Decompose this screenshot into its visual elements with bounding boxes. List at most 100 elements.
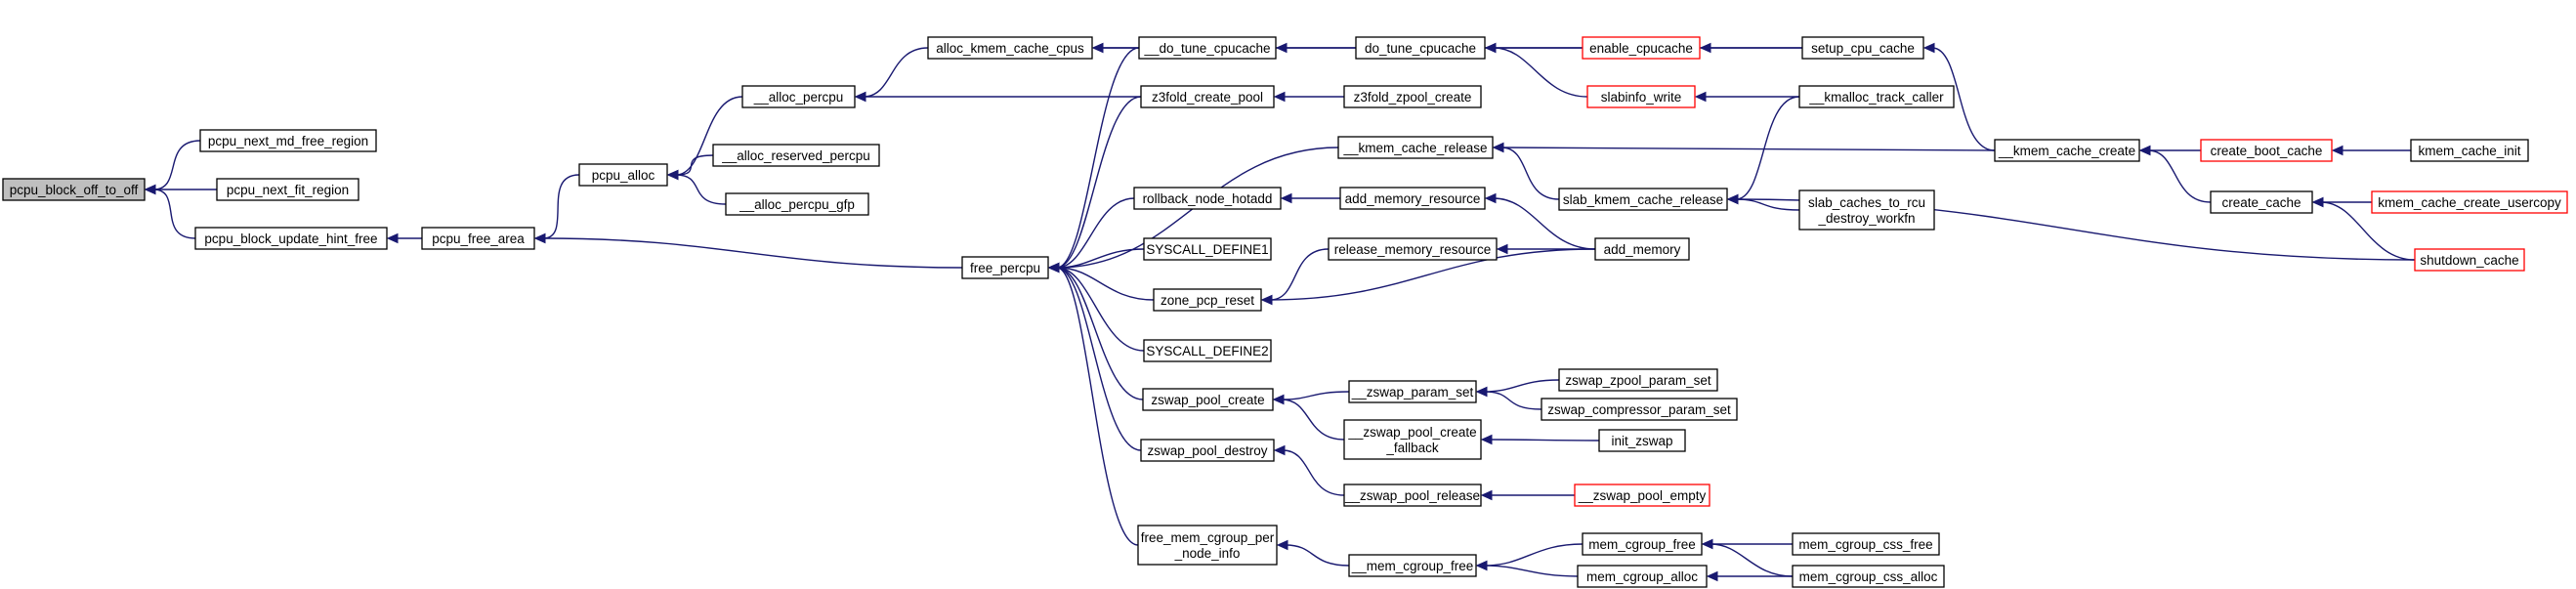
node-label: __zswap_pool_release <box>1344 488 1480 503</box>
node-enable-cpucache[interactable]: enable_cpucache <box>1582 36 1701 60</box>
node-zswap-pool-empty[interactable]: __zswap_pool_empty <box>1574 484 1710 507</box>
node-mem-cgroup-css-free[interactable]: mem_cgroup_css_free <box>1792 532 1940 556</box>
node-label: slab_kmem_cache_release <box>1563 192 1723 207</box>
node-zswap-pool-destroy[interactable]: zswap_pool_destroy <box>1140 439 1275 462</box>
node-label: init_zswap <box>1611 434 1672 448</box>
node-box <box>961 256 1049 279</box>
node-alloc-kmem-cache-cpus[interactable]: alloc_kmem_cache_cpus <box>927 36 1093 60</box>
call-edge <box>1056 248 1145 269</box>
node-box <box>421 227 535 250</box>
node-label: enable_cpucache <box>1589 41 1693 56</box>
node-create-cache[interactable]: create_cache <box>2210 190 2313 214</box>
node-box <box>2 178 146 201</box>
arrow-head <box>1922 42 1935 54</box>
node-box <box>578 163 668 187</box>
node-box <box>1348 380 1477 403</box>
node-zswap-param-set[interactable]: __zswap_param_set <box>1348 380 1477 403</box>
node-kmem-cache-release[interactable]: __kmem_cache_release <box>1337 136 1494 159</box>
arrow-head <box>1475 560 1488 571</box>
node-zswap-pool-create[interactable]: zswap_pool_create <box>1142 388 1274 411</box>
call-edge <box>2320 201 2416 261</box>
node-free-percpu[interactable]: free_percpu <box>961 256 1049 279</box>
node-label: __mem_cgroup_free <box>1351 559 1474 573</box>
node-z3fold-create-pool[interactable]: z3fold_create_pool <box>1140 85 1275 108</box>
node-pcpu-block-off-to-off[interactable]: pcpu_block_off_to_off <box>2 178 146 201</box>
node-shutdown-cache[interactable]: shutdown_cache <box>2414 248 2525 272</box>
node-setup-cpu-cache[interactable]: setup_cpu_cache <box>1801 36 1924 60</box>
node-SYSCALL-DEFINE1[interactable]: SYSCALL_DEFINE1 <box>1143 237 1272 261</box>
node-add-memory[interactable]: add_memory <box>1594 237 1690 261</box>
node-alloc-percpu-gfp[interactable]: __alloc_percpu_gfp <box>725 192 869 216</box>
node-label: zone_pcp_reset <box>1161 293 1254 308</box>
arrow-head <box>1276 539 1288 551</box>
node-do-tune-cpucache[interactable]: __do_tune_cpucache <box>1138 36 1277 60</box>
node-label: __alloc_percpu_gfp <box>739 197 855 212</box>
call-edge <box>1281 399 1345 441</box>
node-slab-kmem-cache-release[interactable]: slab_kmem_cache_release <box>1558 188 1728 211</box>
node-pcpu-alloc[interactable]: pcpu_alloc <box>578 163 668 187</box>
node-add-memory-resource[interactable]: add_memory_resource <box>1339 187 1486 210</box>
call-edge <box>1056 267 1142 451</box>
node-alloc-reserved-percpu[interactable]: __alloc_reserved_percpu <box>712 144 880 167</box>
node-label: pcpu_block_off_to_off <box>10 183 139 197</box>
node-box <box>1343 85 1482 108</box>
node-box <box>2200 139 2333 162</box>
node-alloc-percpu[interactable]: __alloc_percpu <box>741 85 856 108</box>
node-do-tune-cpucache[interactable]: do_tune_cpucache <box>1355 36 1486 60</box>
arrow-head <box>2311 196 2324 208</box>
node-box <box>1339 187 1486 210</box>
arrow-head <box>1273 444 1286 456</box>
call-edge <box>542 174 580 239</box>
call-edge <box>1056 267 1139 546</box>
node-label: create_boot_cache <box>2211 144 2323 158</box>
node-slabinfo-write[interactable]: slabinfo_write <box>1586 85 1696 108</box>
node-kmem-cache-create-usercopy[interactable]: kmem_cache_create_usercopy <box>2371 190 2568 214</box>
node-label: alloc_kmem_cache_cpus <box>936 41 1084 56</box>
node-z3fold-zpool-create[interactable]: z3fold_zpool_create <box>1343 85 1482 108</box>
node-slab-caches-to-rcu-destroy-workfn[interactable]: slab_caches_to_rcu_destroy_workfn <box>1798 189 1935 231</box>
node-zswap-pool-release[interactable]: __zswap_pool_release <box>1343 484 1482 507</box>
node-label: kmem_cache_init <box>2418 144 2520 158</box>
node-free-mem-cgroup-per-node-info[interactable]: free_mem_cgroup_per_node_info <box>1137 525 1278 566</box>
arrow-head <box>1726 193 1739 205</box>
node-label: z3fold_zpool_create <box>1354 90 1472 105</box>
node-box <box>1140 439 1275 462</box>
arrow-head <box>854 91 866 103</box>
call-edge <box>1056 267 1144 400</box>
node-box <box>1343 419 1482 460</box>
node-zswap-compressor-param-set[interactable]: zswap_compressor_param_set <box>1541 398 1738 421</box>
node-create-boot-cache[interactable]: create_boot_cache <box>2200 139 2333 162</box>
node-mem-cgroup-free[interactable]: __mem_cgroup_free <box>1348 554 1477 577</box>
node-release-memory-resource[interactable]: release_memory_resource <box>1328 237 1498 261</box>
call-edge <box>1500 147 1560 200</box>
node-pcpu-free-area[interactable]: pcpu_free_area <box>421 227 535 250</box>
node-pcpu-next-fit-region[interactable]: pcpu_next_fit_region <box>216 178 359 201</box>
node-zswap-zpool-param-set[interactable]: zswap_zpool_param_set <box>1558 368 1718 392</box>
node-label: pcpu_next_fit_region <box>227 183 349 197</box>
node-pcpu-next-md-free-region[interactable]: pcpu_next_md_free_region <box>199 129 377 152</box>
call-edge <box>1269 248 1330 301</box>
node-label: zswap_pool_create <box>1151 393 1264 407</box>
node-mem-cgroup-css-alloc[interactable]: mem_cgroup_css_alloc <box>1792 565 1945 588</box>
node-kmem-cache-create[interactable]: __kmem_cache_create <box>1994 139 2140 162</box>
node-SYSCALL-DEFINE2[interactable]: SYSCALL_DEFINE2 <box>1143 339 1272 362</box>
node-mem-cgroup-free[interactable]: mem_cgroup_free <box>1582 532 1703 556</box>
node-rollback-node-hotadd[interactable]: rollback_node_hotadd <box>1133 187 1282 210</box>
node-mem-cgroup-alloc[interactable]: mem_cgroup_alloc <box>1577 565 1708 588</box>
call-edge <box>675 154 714 176</box>
node-label: free_percpu <box>970 261 1040 275</box>
node-init-zswap[interactable]: init_zswap <box>1598 429 1686 452</box>
node-label: __kmem_cache_release <box>1342 141 1487 155</box>
node-label: zswap_compressor_param_set <box>1547 402 1731 417</box>
node-kmalloc-track-caller[interactable]: __kmalloc_track_caller <box>1798 85 1955 108</box>
call-edge <box>1285 544 1350 567</box>
node-kmem-cache-init[interactable]: kmem_cache_init <box>2410 139 2529 162</box>
node-box <box>725 192 869 216</box>
call-edge <box>1735 96 1800 200</box>
node-zswap-pool-create-fallback[interactable]: __zswap_pool_create_fallback <box>1343 419 1482 460</box>
arrow-head <box>144 184 156 195</box>
node-label: __zswap_param_set <box>1351 385 1474 400</box>
node-zone-pcp-reset[interactable]: zone_pcp_reset <box>1153 288 1262 312</box>
node-label: mem_cgroup_alloc <box>1586 569 1698 584</box>
node-pcpu-block-update-hint-free[interactable]: pcpu_block_update_hint_free <box>194 227 388 250</box>
